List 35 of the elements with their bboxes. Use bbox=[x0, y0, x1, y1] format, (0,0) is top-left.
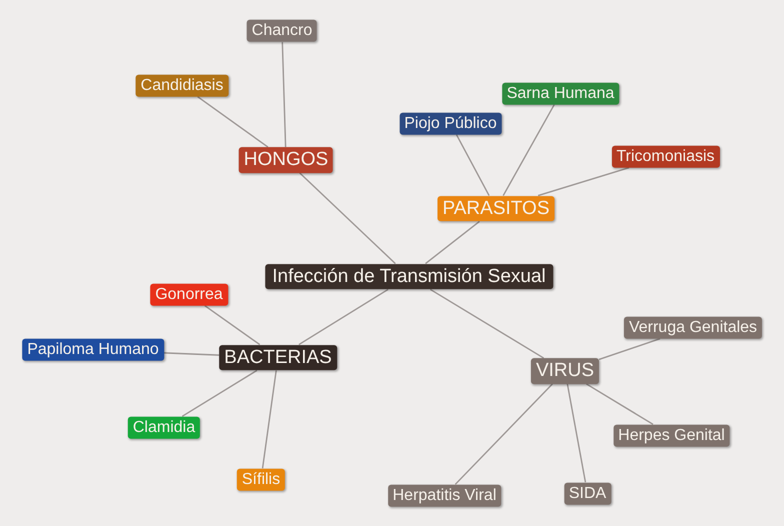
category-label: VIRUS bbox=[530, 358, 600, 384]
connector-line bbox=[299, 172, 396, 264]
connector-line bbox=[598, 338, 660, 360]
connector-line bbox=[425, 220, 480, 264]
topic-label: Chancro bbox=[246, 20, 318, 42]
connector-line bbox=[586, 383, 654, 425]
category-label: HONGOS bbox=[238, 147, 334, 173]
connector-line bbox=[262, 370, 277, 468]
topic-label: Tricomoniasis bbox=[611, 145, 720, 168]
connector-line bbox=[164, 352, 220, 356]
topic-label: Clamidia bbox=[128, 416, 200, 439]
connector-line bbox=[566, 384, 586, 482]
topic-label: Verruga Genitales bbox=[624, 316, 762, 339]
topic-label: Piojo Público bbox=[399, 112, 502, 135]
topic-label: Herpes Genital bbox=[613, 424, 730, 447]
topic-label: Sífilis bbox=[236, 468, 286, 491]
category-label: PARASITOS bbox=[438, 196, 554, 222]
connector-line bbox=[182, 370, 258, 417]
category-label: BACTERIAS bbox=[219, 344, 337, 370]
connector-line bbox=[197, 96, 268, 148]
connector-line bbox=[204, 305, 260, 346]
connector-line bbox=[454, 383, 553, 485]
topic-label: Sarna Humana bbox=[502, 82, 620, 105]
connector-line bbox=[298, 288, 388, 346]
connector-line bbox=[502, 104, 555, 196]
topic-label: Herpatitis Viral bbox=[388, 484, 502, 507]
connector-line bbox=[538, 167, 630, 196]
connector-line bbox=[456, 134, 490, 196]
central-topic-label: Infección de Transmisión Sexual bbox=[265, 264, 553, 290]
topic-label: Candidiasis bbox=[136, 74, 228, 97]
connector-line bbox=[430, 288, 544, 359]
topic-label: Papiloma Humano bbox=[22, 338, 164, 362]
topic-label: Gonorrea bbox=[150, 283, 228, 306]
topic-label: SIDA bbox=[564, 482, 612, 505]
connector-line bbox=[282, 42, 286, 148]
